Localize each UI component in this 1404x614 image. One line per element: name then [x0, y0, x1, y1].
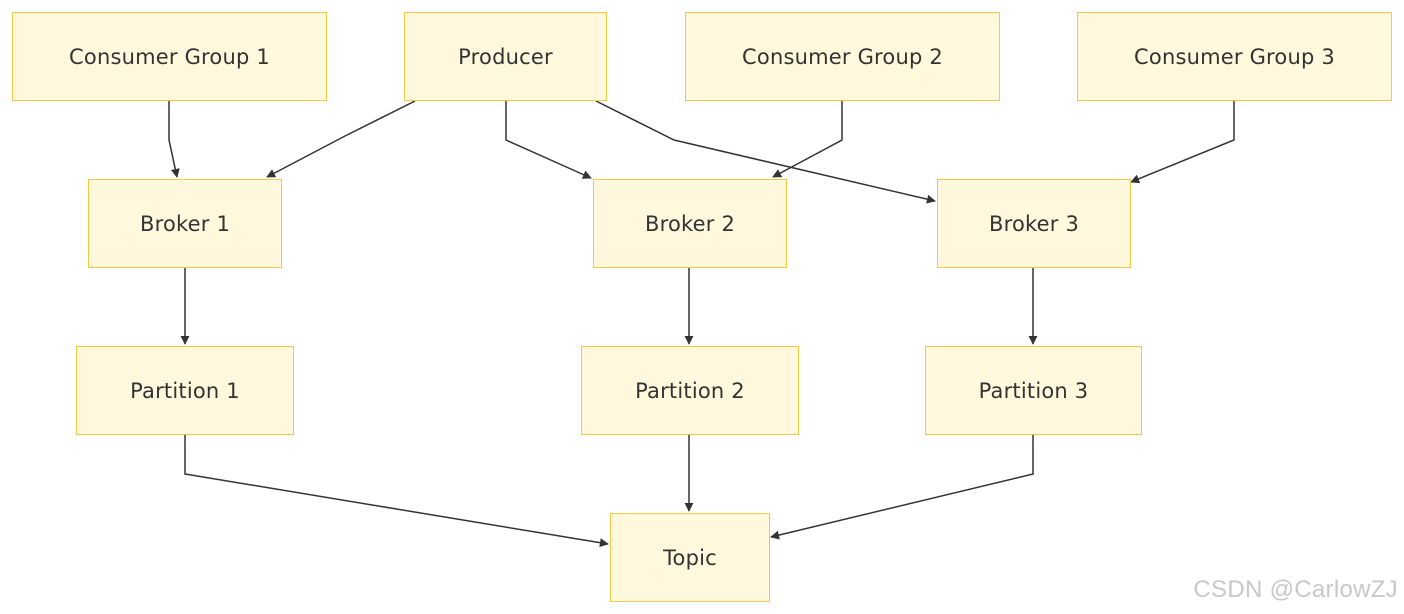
- edge-producer-broker1: [266, 100, 416, 178]
- watermark: CSDN @CarlowZJ: [1193, 576, 1398, 603]
- node-label: Consumer Group 2: [742, 44, 943, 69]
- node-broker-1: Broker 1: [88, 179, 282, 268]
- node-topic: Topic: [610, 513, 770, 602]
- edge-cg1-broker1: [168, 101, 180, 178]
- node-partition-1: Partition 1: [76, 346, 294, 435]
- node-label: Broker 2: [644, 211, 736, 236]
- edge-partition1-topic: [184, 435, 609, 548]
- edge-cg2-broker2: [772, 101, 843, 178]
- node-label: Broker 1: [139, 211, 231, 236]
- node-label: Consumer Group 3: [1134, 44, 1335, 69]
- edge-producer-broker3: [595, 100, 936, 204]
- node-producer: Producer: [404, 12, 607, 101]
- node-label: Producer: [458, 44, 553, 69]
- node-label: Consumer Group 1: [69, 44, 270, 69]
- node-label: Partition 3: [978, 378, 1089, 403]
- node-consumer-group-1: Consumer Group 1: [12, 12, 327, 101]
- edge-cg3-broker3: [1130, 101, 1235, 184]
- node-label: Partition 2: [635, 378, 745, 403]
- node-consumer-group-2: Consumer Group 2: [685, 12, 1000, 101]
- node-broker-3: Broker 3: [937, 179, 1131, 268]
- node-broker-2: Broker 2: [593, 179, 787, 268]
- edge-partition3-topic: [770, 435, 1034, 540]
- node-label: Broker 3: [988, 211, 1080, 236]
- edge-producer-broker2: [505, 101, 592, 179]
- node-consumer-group-3: Consumer Group 3: [1077, 12, 1392, 101]
- node-partition-3: Partition 3: [925, 346, 1142, 435]
- node-partition-2: Partition 2: [581, 346, 799, 435]
- node-label: Partition 1: [130, 378, 240, 403]
- node-label: Topic: [663, 545, 717, 570]
